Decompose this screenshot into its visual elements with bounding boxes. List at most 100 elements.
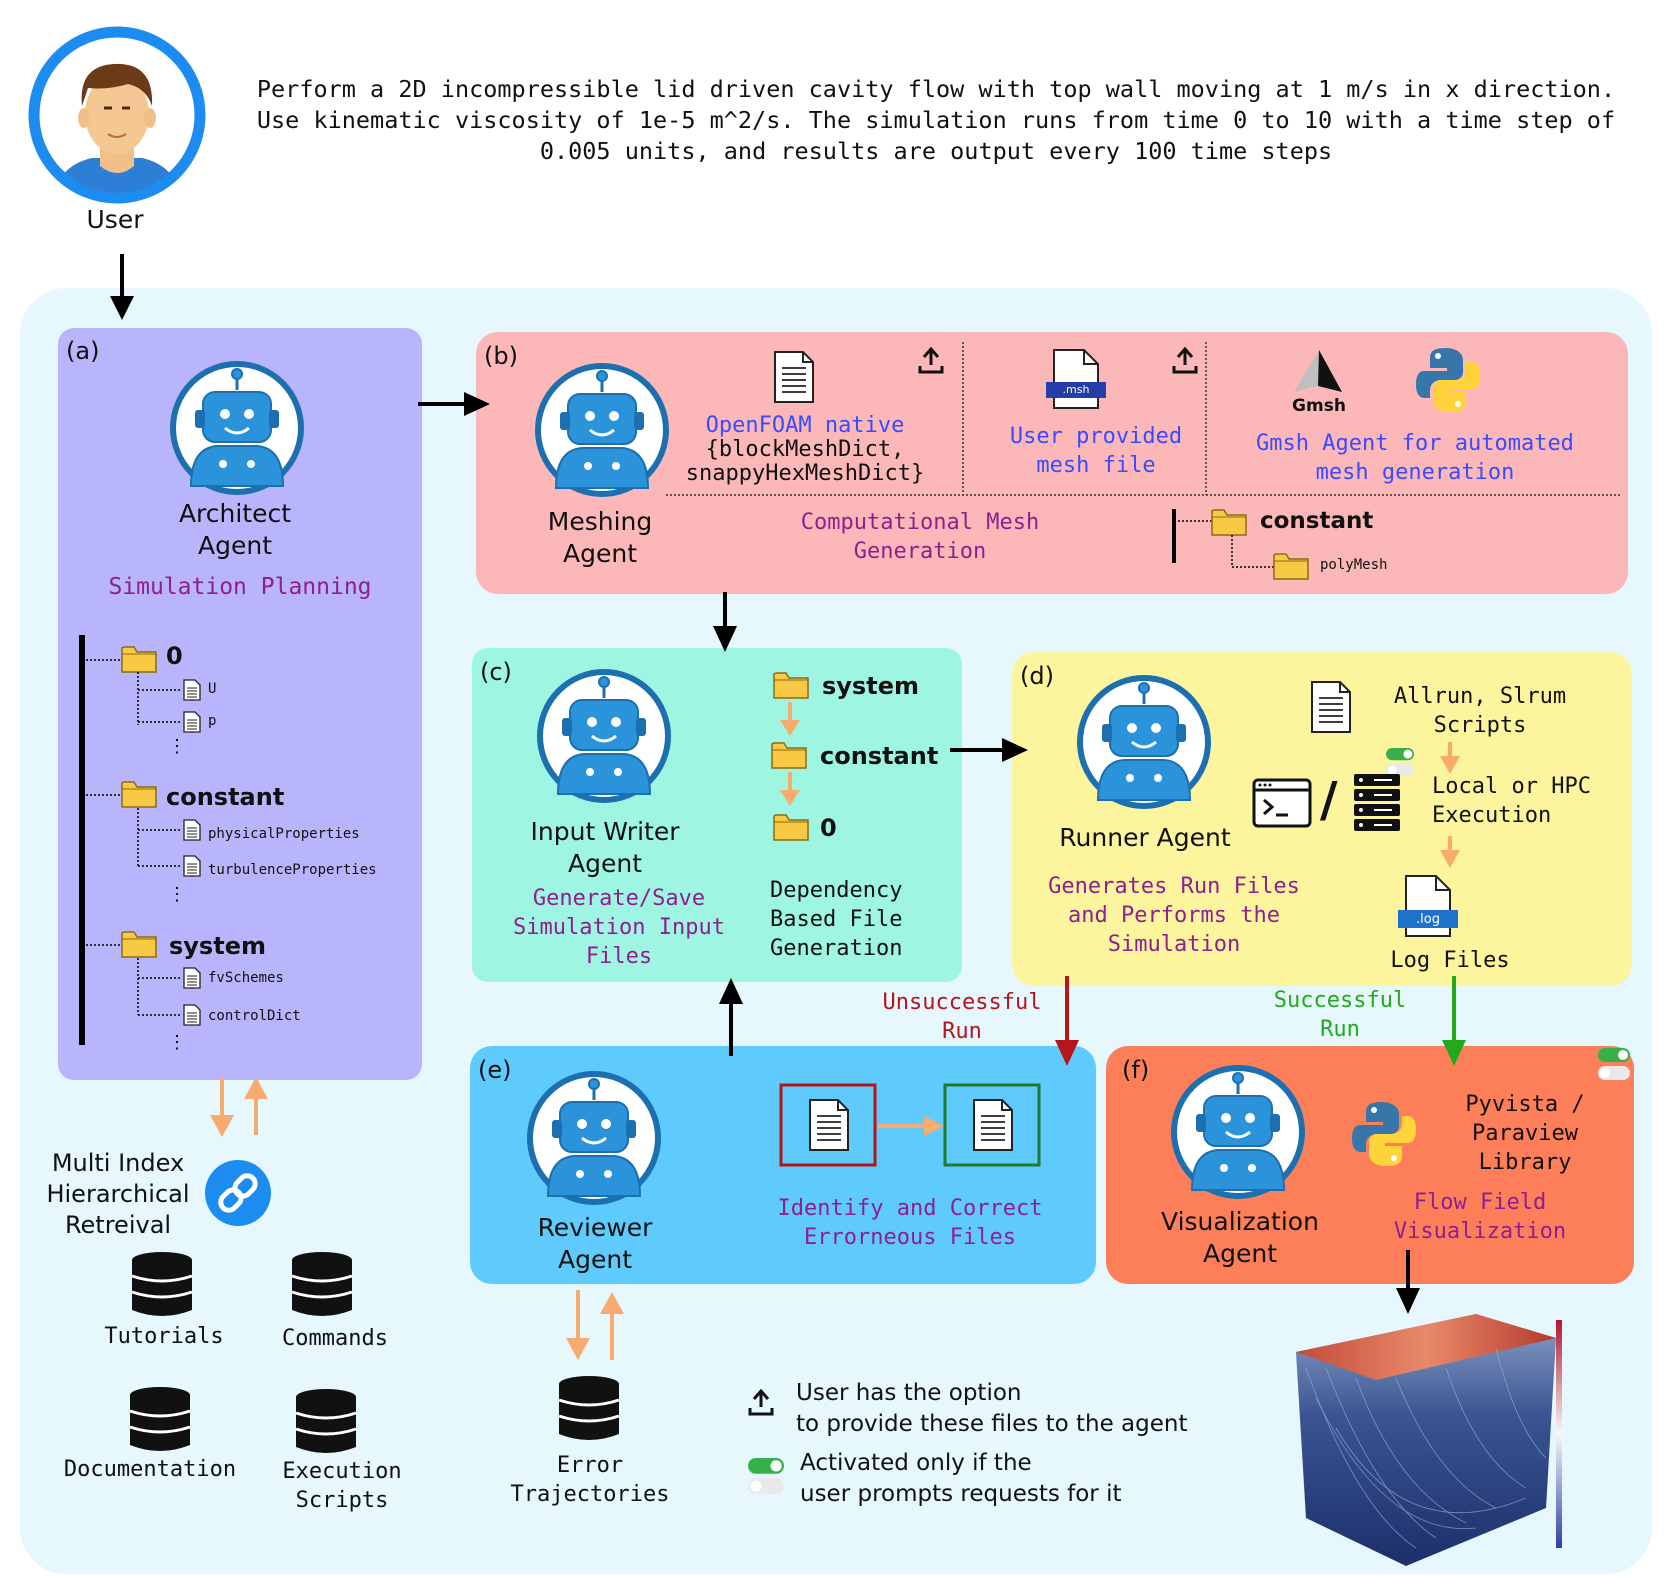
mesh-folder-tree [1172,509,1309,580]
dependency-folders [771,672,809,841]
architect-file-tree: ⋮ ⋮ ⋮ [79,635,201,1053]
legend-upload-text: User has the option to provide these fil… [796,1378,1216,1440]
dep-folder-constant: constant [820,742,939,770]
user-label: User [86,205,144,234]
legend-toggle-line2: user prompts requests for it [800,1481,1122,1507]
visualization-library: Pyvista / Paraview Library [1440,1090,1610,1177]
svg-text:⋮: ⋮ [168,884,186,905]
execution-label: Local or HPC Execution [1432,772,1632,830]
panel-b-label: (b) [484,342,518,370]
openfoam-option-line2: {blockMeshDict, [705,437,905,462]
input-writer-agent-name: Input Writer Agent [510,816,700,880]
tree-file-turbulenceproperties: turbulenceProperties [208,862,377,878]
unsuccessful-line2: Run [942,1019,982,1044]
error-trajectories-label: Error Trajectories [490,1451,690,1509]
dependency-line3: Generation [770,936,903,961]
tree-file-controldict: controlDict [208,1008,301,1024]
user-prompt-line3: 0.005 units, and results are output ever… [539,137,1333,165]
gmsh-logo-icon [1294,350,1342,392]
meshing-task-line1: Computational Mesh [800,510,1040,535]
gmsh-option-line2: mesh generation [1315,460,1515,485]
user-mesh-line2: mesh file [1036,453,1156,478]
flow-field-render-image [1296,1314,1562,1566]
retrieval-line3: Retreival [64,1211,172,1239]
execution-scripts-line2: Scripts [295,1488,389,1513]
user-avatar [28,26,206,204]
user-prompt-line2: Use kinematic viscosity of 1e-5 m^2/s. T… [256,106,1616,134]
architect-agent-name: Architect Agent [140,498,330,562]
log-file-icon [1398,875,1458,937]
meshing-task: Computational Mesh Generation [740,508,1100,566]
run-scripts-line1: Allrun, Slrum [1393,684,1567,709]
execution-line2: Execution [1432,803,1552,828]
error-trajectories-line2: Trajectories [510,1482,670,1507]
execution-flow-arrows [1440,742,1460,868]
gmsh-label: Gmsh [1292,396,1346,416]
meshing-agent-line2: Agent [563,539,637,568]
unsuccessful-run-label: Unsuccessful Run [862,988,1062,1046]
svg-text:⋮: ⋮ [168,1032,186,1053]
meshing-agent-name: Meshing Agent [520,506,680,570]
tree-file-u: U [208,681,217,697]
successful-line1: Successful [1273,988,1407,1013]
terminal-icon [1252,778,1312,828]
tree-file-p: p [208,713,217,729]
input-writer-task-line3: Files [585,944,653,969]
runner-agent-name: Runner Agent [1059,823,1231,852]
architect-agent-line2: Agent [198,531,272,560]
runner-task-line2: and Performs the [1068,903,1280,928]
retrieval-line1: Multi Index [51,1149,185,1177]
link-icon [205,1160,271,1226]
upload-icon [748,1389,774,1416]
openfoam-native-option: OpenFOAM native {blockMeshDict, snappyHe… [660,414,950,486]
runner-task: Generates Run Files and Performs the Sim… [1014,872,1334,959]
dep-folder-0: 0 [820,814,837,842]
svg-text:⋮: ⋮ [168,736,186,757]
meshing-agent-line1: Meshing [547,507,653,536]
dependency-label: Dependency Based File Generation [770,876,950,963]
run-scripts-line2: Scripts [1433,713,1527,738]
dependency-line2: Based File [770,907,903,932]
reviewer-task-line1: Identify and Correct [777,1196,1043,1221]
reviewer-task: Identify and Correct Errorneous Files [740,1194,1080,1252]
panel-a-label: (a) [66,337,100,365]
error-trajectory-arrows [566,1290,624,1360]
tree-folder-0: 0 [166,642,183,670]
openfoam-option-line1: OpenFOAM native [705,413,905,438]
execution-scripts-line1: Execution [282,1459,402,1484]
user-mesh-option: User provided mesh file [966,422,1226,480]
panel-f-label: (f) [1122,1056,1150,1084]
successful-line2: Run [1320,1017,1360,1042]
error-correction-icons [779,1083,1041,1167]
toggle-icon [748,1458,784,1494]
architect-agent-line1: Architect [178,499,292,528]
retrieval-line2: Hierarchical [46,1180,190,1208]
user-prompt: Perform a 2D incompressible lid driven c… [216,74,1656,167]
mesh-folder-constant: constant [1260,508,1374,534]
visualization-agent-line2: Agent [1203,1239,1277,1268]
run-scripts-label: Allrun, Slrum Scripts [1370,682,1590,740]
divider-lines [666,342,1620,496]
successful-run-label: Successful Run [1240,986,1440,1044]
commands-label: Commands [282,1326,388,1351]
msh-file-icon [1046,349,1106,409]
log-badge: .log [1416,912,1440,927]
dep-folder-system: system [822,672,919,700]
execution-scripts-label: Execution Scripts [262,1457,422,1515]
input-writer-task-line1: Generate/Save [532,886,706,911]
slash-separator: / [1320,772,1338,828]
legend-upload-line1: User has the option [796,1380,1022,1406]
tutorials-label: Tutorials [104,1324,224,1349]
server-icon [1354,774,1400,831]
tree-folder-system: system [169,932,266,960]
reviewer-agent-name: Reviewer Agent [510,1212,680,1276]
input-writer-agent-line2: Agent [568,849,642,878]
legend-upload-line2: to provide these files to the agent [796,1411,1188,1437]
gmsh-option-line1: Gmsh Agent for automated [1256,431,1574,456]
visualization-task-line2: Visualization [1393,1219,1567,1244]
retrieval-label: Multi Index Hierarchical Retreival [38,1148,198,1241]
dependency-line1: Dependency [770,878,903,903]
panel-d-label: (d) [1020,662,1054,690]
execution-line1: Local or HPC [1432,774,1591,799]
